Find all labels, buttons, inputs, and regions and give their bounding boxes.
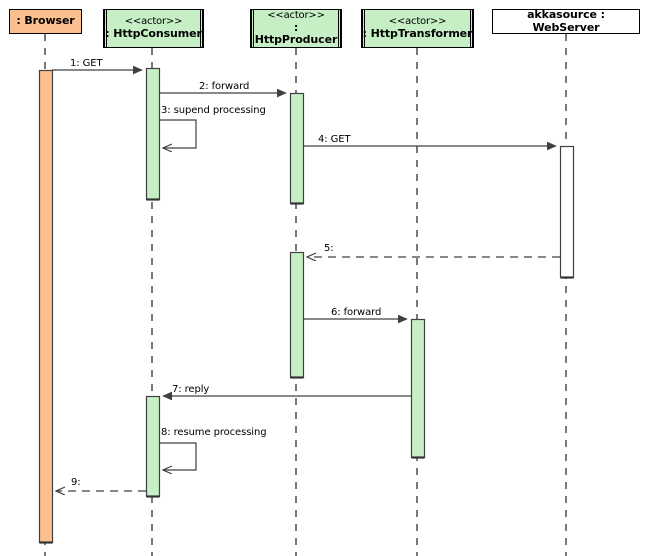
- message-label-m3[interactable]: 3: supend processing: [161, 105, 266, 116]
- message-m3[interactable]: [159, 119, 197, 148]
- activation-bar-http-consumer: [145, 395, 161, 498]
- message-m8[interactable]: [159, 442, 197, 470]
- messages-layer: [52, 70, 560, 491]
- message-label-m6[interactable]: 6: forward: [331, 307, 382, 318]
- self-message-path: [159, 119, 197, 148]
- self-message-path: [159, 442, 197, 470]
- participant-name: : HttpProducer: [254, 20, 338, 47]
- participant-name: : HttpConsumer: [105, 26, 202, 40]
- activation-bar-web-server: [559, 145, 575, 279]
- message-label-m9[interactable]: 9:: [71, 477, 81, 488]
- participant-header-http-consumer[interactable]: <<actor>>: HttpConsumer: [103, 9, 204, 48]
- participant-header-http-transformer[interactable]: <<actor>>: HttpTransformer: [361, 9, 474, 48]
- lifelines-layer: [44, 34, 567, 556]
- message-label-m8[interactable]: 8: resume processing: [161, 427, 267, 438]
- message-label-m4[interactable]: 4: GET: [318, 134, 351, 145]
- activation-bar-http-producer: [289, 251, 305, 379]
- activation-bar-browser: [38, 69, 54, 544]
- participant-header-browser[interactable]: : Browser: [9, 9, 82, 34]
- activation-bar-http-consumer: [145, 67, 161, 201]
- participant-stereotype: <<actor>>: [388, 16, 447, 28]
- message-label-m1[interactable]: 1: GET: [70, 58, 103, 69]
- activation-bar-http-transformer: [410, 318, 426, 459]
- message-label-m5[interactable]: 5:: [324, 243, 334, 254]
- participant-stereotype: <<actor>>: [267, 10, 325, 22]
- message-label-m7[interactable]: 7: reply: [172, 384, 210, 395]
- participant-header-web-server[interactable]: akkasource : WebServer: [492, 7, 640, 34]
- participant-name: : HttpTransformer: [362, 26, 473, 40]
- participant-name: akkasource : WebServer: [527, 7, 605, 34]
- participant-stereotype: <<actor>>: [124, 16, 183, 28]
- activation-bar-http-producer: [289, 92, 305, 205]
- participant-name: : Browser: [16, 14, 75, 28]
- participant-header-http-producer[interactable]: <<actor>>: HttpProducer: [250, 9, 342, 48]
- message-label-m2[interactable]: 2: forward: [199, 81, 250, 92]
- activations-layer: [38, 67, 575, 544]
